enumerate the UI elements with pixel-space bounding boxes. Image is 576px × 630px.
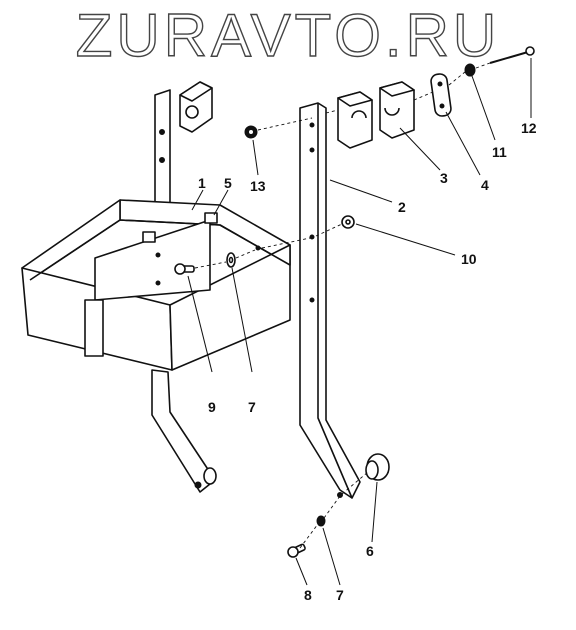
watermark: ZURAVTO.RU <box>0 1 576 69</box>
callout-12: 12 <box>521 120 537 136</box>
watermark-text: ZURAVTO.RU <box>76 4 500 68</box>
callout-5: 5 <box>224 175 232 191</box>
left-bracket-clamp-block <box>179 81 213 133</box>
callout-7a: 7 <box>248 399 256 415</box>
bolt-8 <box>287 543 306 558</box>
roller-6 <box>365 453 390 481</box>
left-bracket-upright <box>154 89 171 216</box>
callout-6: 6 <box>366 543 374 559</box>
washer-10 <box>341 215 355 229</box>
callout-9: 9 <box>208 399 216 415</box>
leader-lines <box>187 58 532 586</box>
callout-labels: 1 5 2 3 4 11 12 13 10 9 7 6 8 7 <box>198 120 537 603</box>
callout-4: 4 <box>481 177 489 193</box>
bolt-12 <box>489 46 535 64</box>
nut-13 <box>244 125 258 139</box>
callout-2: 2 <box>398 199 406 215</box>
callout-3: 3 <box>440 170 448 186</box>
washer-11 <box>464 63 476 77</box>
plate-4 <box>430 73 452 117</box>
bolt-9 <box>174 263 195 275</box>
washer-7-lower <box>316 515 326 527</box>
callout-1: 1 <box>198 175 206 191</box>
callout-7b: 7 <box>336 587 344 603</box>
assembly-axes <box>194 62 491 549</box>
callout-8: 8 <box>304 587 312 603</box>
clamp-halves-3 <box>337 81 415 149</box>
callout-13: 13 <box>250 178 266 194</box>
left-bracket-lower-leg <box>151 369 217 493</box>
tall-bracket-2 <box>299 102 361 499</box>
callout-10: 10 <box>461 251 477 267</box>
tray-body <box>21 199 291 371</box>
callout-11: 11 <box>492 144 507 160</box>
washer-7-upper <box>226 252 236 268</box>
